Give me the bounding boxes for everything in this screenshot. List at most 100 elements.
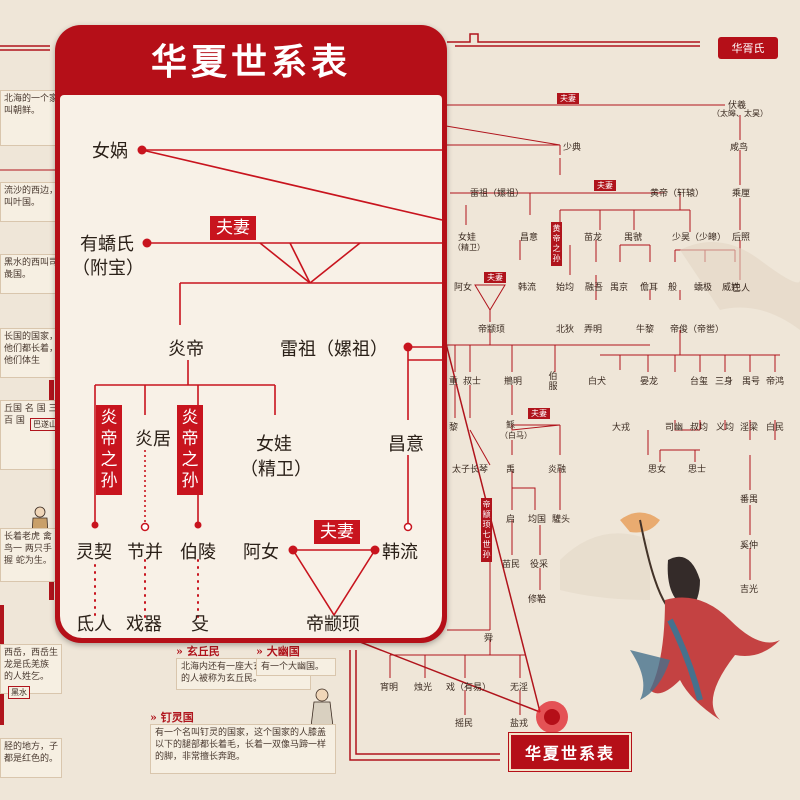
node-pao: 盐戎 bbox=[510, 719, 529, 729]
flying-goddess-illustration bbox=[620, 512, 780, 720]
node-huandou: 驩头 bbox=[552, 515, 571, 525]
node-lingqi: 灵契 bbox=[76, 542, 112, 563]
couple-label: 夫妻 bbox=[484, 272, 506, 283]
node-dijun: 帝俊（帝喾） bbox=[670, 325, 725, 335]
node-yandi: 炎帝 bbox=[168, 339, 204, 360]
node-huangdi: 黄帝（轩辕） bbox=[650, 189, 705, 199]
node-zhirong: 炎融 bbox=[548, 465, 567, 475]
node-jiming: 鵧明 bbox=[504, 377, 523, 387]
left-snippet: 西岳，西岳生 龙是氐羌族 的人姓乞。 bbox=[0, 644, 62, 694]
node-chengli: 乘厘 bbox=[732, 189, 751, 199]
node-yan: 晏龙 bbox=[640, 377, 659, 387]
zoom-panel: 华夏世系表 bbox=[55, 25, 447, 643]
node-fuxi-sub: （太皞、太昊） bbox=[712, 109, 768, 118]
node-dajiu: 大戎 bbox=[612, 423, 631, 433]
node-xi: 戏（有易） bbox=[446, 683, 492, 693]
node-baimin: 白民 bbox=[766, 423, 785, 433]
node-nvwa-bg: 女娃 bbox=[458, 233, 477, 243]
node-sinu: 思女 bbox=[648, 465, 667, 475]
node-shu: 殳 bbox=[191, 614, 209, 635]
node-yiyun: 义均 bbox=[716, 423, 735, 433]
node-siyou: 司幽 bbox=[665, 423, 684, 433]
node-leizu: 雷祖（嫘祖） bbox=[280, 339, 388, 360]
panel-title: 华夏世系表 bbox=[150, 42, 351, 83]
node-sanshen: 三身 bbox=[715, 377, 734, 387]
node-nvwa: 女娲 bbox=[92, 141, 128, 162]
left-snippet: 长国的国家，他们都长着，他们体生 bbox=[0, 328, 62, 378]
node-jiaoji: 蟜极 bbox=[694, 283, 713, 293]
huaxu-badge: 华胥氏 bbox=[718, 37, 778, 59]
node-rongwu: 融吾 bbox=[585, 283, 604, 293]
section-text-youdu: 有一个大幽国。 bbox=[256, 658, 336, 676]
node-youjiao: 有蟜氏 bbox=[80, 234, 134, 255]
left-snippet: 流沙的西边，叫叶国。 bbox=[0, 182, 62, 222]
left-snippet: 长着老虎 禽鸟一 两只手握 蛇为生。 bbox=[0, 528, 62, 582]
node-shujun2: 叔均 bbox=[690, 423, 709, 433]
node-banxin: 般 bbox=[668, 283, 678, 293]
node-yanju: 炎居 bbox=[135, 429, 171, 450]
node-xiqi: 戏器 bbox=[126, 614, 162, 635]
node-xizhong: 奚仲 bbox=[740, 541, 759, 551]
node-leizu-bg: 雷祖（嫘祖） bbox=[470, 189, 525, 199]
node-shaohao: 少昊（少皞） bbox=[672, 233, 727, 243]
node-zhuanxu-bg: 帝颛顼 bbox=[478, 325, 506, 335]
grandson-tag: 炎帝之孙 bbox=[96, 405, 122, 495]
section-text-dingling: 有一个名叫钉灵的国家，这个国家的人膝盖以下的腿部都长着毛，长着一双像马蹄一样的脚… bbox=[150, 724, 336, 774]
node-miaolong: 苗龙 bbox=[584, 233, 603, 243]
couple-label: 夫妻 bbox=[528, 408, 550, 419]
node-gun: 鲧 bbox=[506, 421, 516, 431]
node-bama: 白犬 bbox=[588, 377, 607, 387]
node-taizichang: 太子长琴 bbox=[452, 465, 489, 475]
left-snippet: 胫的地方，子 都是红色的。 bbox=[0, 738, 62, 778]
node-jiguang: 吉光 bbox=[740, 585, 759, 595]
node-xiufen: 修鞈 bbox=[528, 595, 547, 605]
node-yaomin: 摇民 bbox=[455, 719, 474, 729]
left-snippet: 丘国 名 国 三 百 国 bbox=[0, 400, 62, 470]
node-panyu: 番禺 bbox=[740, 495, 759, 505]
node-diren: 氐人 bbox=[76, 614, 112, 635]
node-yanger: 儋耳 bbox=[640, 283, 659, 293]
node-qi: 启 bbox=[506, 515, 516, 525]
section-title-xuanqiu: » 玄丘民 bbox=[176, 645, 220, 658]
node-bashi: 巴人 bbox=[732, 284, 751, 294]
node-shun: 舜 bbox=[484, 634, 494, 644]
node-yuhao: 禺号 bbox=[742, 377, 761, 387]
couple-tag: 夫妻 bbox=[210, 216, 256, 240]
node-cong: 役采 bbox=[530, 560, 549, 570]
node-taixi: 台玺 bbox=[690, 377, 709, 387]
couple-label: 夫妻 bbox=[557, 93, 579, 104]
node-zhuguang: 烛光 bbox=[414, 683, 433, 693]
node-li: 黎 bbox=[449, 423, 459, 433]
grandson-tag: 黄帝之孙 bbox=[551, 222, 562, 266]
node-yuguo: 禺虢 bbox=[624, 233, 643, 243]
node-shuqi: 叔士 bbox=[463, 377, 482, 387]
node-shijun: 始均 bbox=[556, 283, 575, 293]
section-title-youdu: » 大幽国 bbox=[256, 645, 300, 658]
node-sishi: 思士 bbox=[688, 465, 707, 475]
grandson-tag: 炎帝之孙 bbox=[177, 405, 203, 495]
couple-label: 夫妻 bbox=[594, 180, 616, 191]
panel-header: 华夏世系表 bbox=[55, 25, 447, 93]
node-xiaoming: 宵明 bbox=[380, 683, 399, 693]
node-weixing: 威姓 bbox=[722, 283, 741, 293]
node-beidi: 北狄 bbox=[556, 325, 575, 335]
node-xianniao: 咸鸟 bbox=[730, 143, 749, 153]
node-boling: 伯陵 bbox=[180, 542, 216, 563]
node-anv-bg: 阿女 bbox=[454, 283, 473, 293]
node-nvwa2-sub: （精卫） bbox=[240, 459, 312, 480]
node-zhong: 重 bbox=[449, 377, 459, 387]
couple-tag: 夫妻 bbox=[314, 520, 360, 544]
node-shaodian: 少典 bbox=[563, 143, 582, 153]
node-bofu: 伯服 bbox=[548, 372, 558, 392]
node-hanliu: 韩流 bbox=[382, 542, 418, 563]
node-gun-sub: （白马） bbox=[500, 431, 532, 440]
node-jungguo: 均国 bbox=[528, 515, 547, 525]
panel-body: 女娲 夫妻 有蟜氏 （附宝） 炎帝 雷祖（嫘祖） 炎帝之孙 炎居 炎帝之孙 女娃… bbox=[60, 95, 442, 638]
left-snippet: 北海的一个家叫朝鲜。 bbox=[0, 90, 62, 146]
node-niuli: 牛黎 bbox=[636, 325, 655, 335]
seventh-gen-tag: 帝颛顼七世孙 bbox=[481, 498, 492, 562]
map-label: 黑水 bbox=[8, 686, 30, 699]
left-snippet: 黑水的西叫司彘国。 bbox=[0, 254, 62, 294]
node-nvwa-bg-sub: （精卫） bbox=[453, 243, 485, 252]
node-yinliang: 淫梁 bbox=[740, 423, 759, 433]
